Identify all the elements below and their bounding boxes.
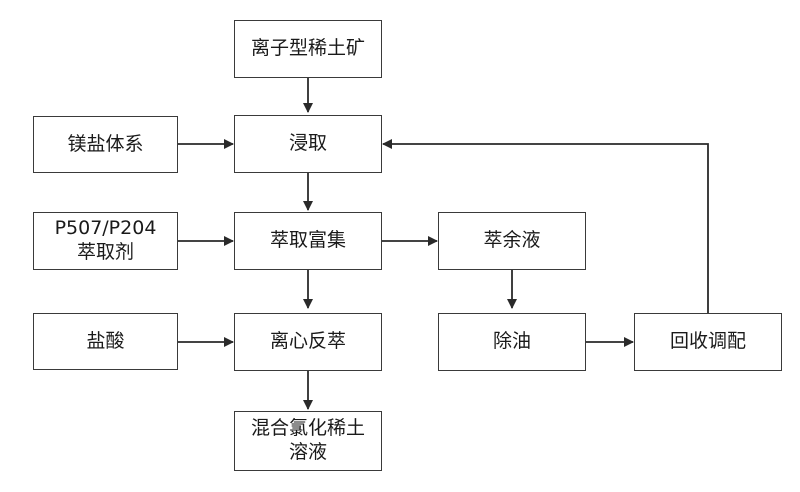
edge-recycle-to-leach <box>382 139 709 313</box>
node-magnesium-salt-system: 镁盐体系 <box>33 116 178 173</box>
node-extraction-enrichment: 萃取富集 <box>234 212 382 270</box>
node-recycle-adjust: 回收调配 <box>634 313 782 371</box>
node-hydrochloric-acid: 盐酸 <box>33 313 178 370</box>
node-oil-removal: 除油 <box>438 313 586 371</box>
node-centrifugal-stripping: 离心反萃 <box>234 313 382 371</box>
node-ionic-rare-earth-ore: 离子型稀土矿 <box>234 20 382 78</box>
node-extractant: P507/P204 萃取剂 <box>33 212 178 270</box>
node-mixed-rare-earth-chloride-solution: 混合氯化稀土 溶液 <box>234 411 382 471</box>
node-leaching: 浸取 <box>234 115 382 173</box>
node-raffinate: 萃余液 <box>438 212 586 270</box>
